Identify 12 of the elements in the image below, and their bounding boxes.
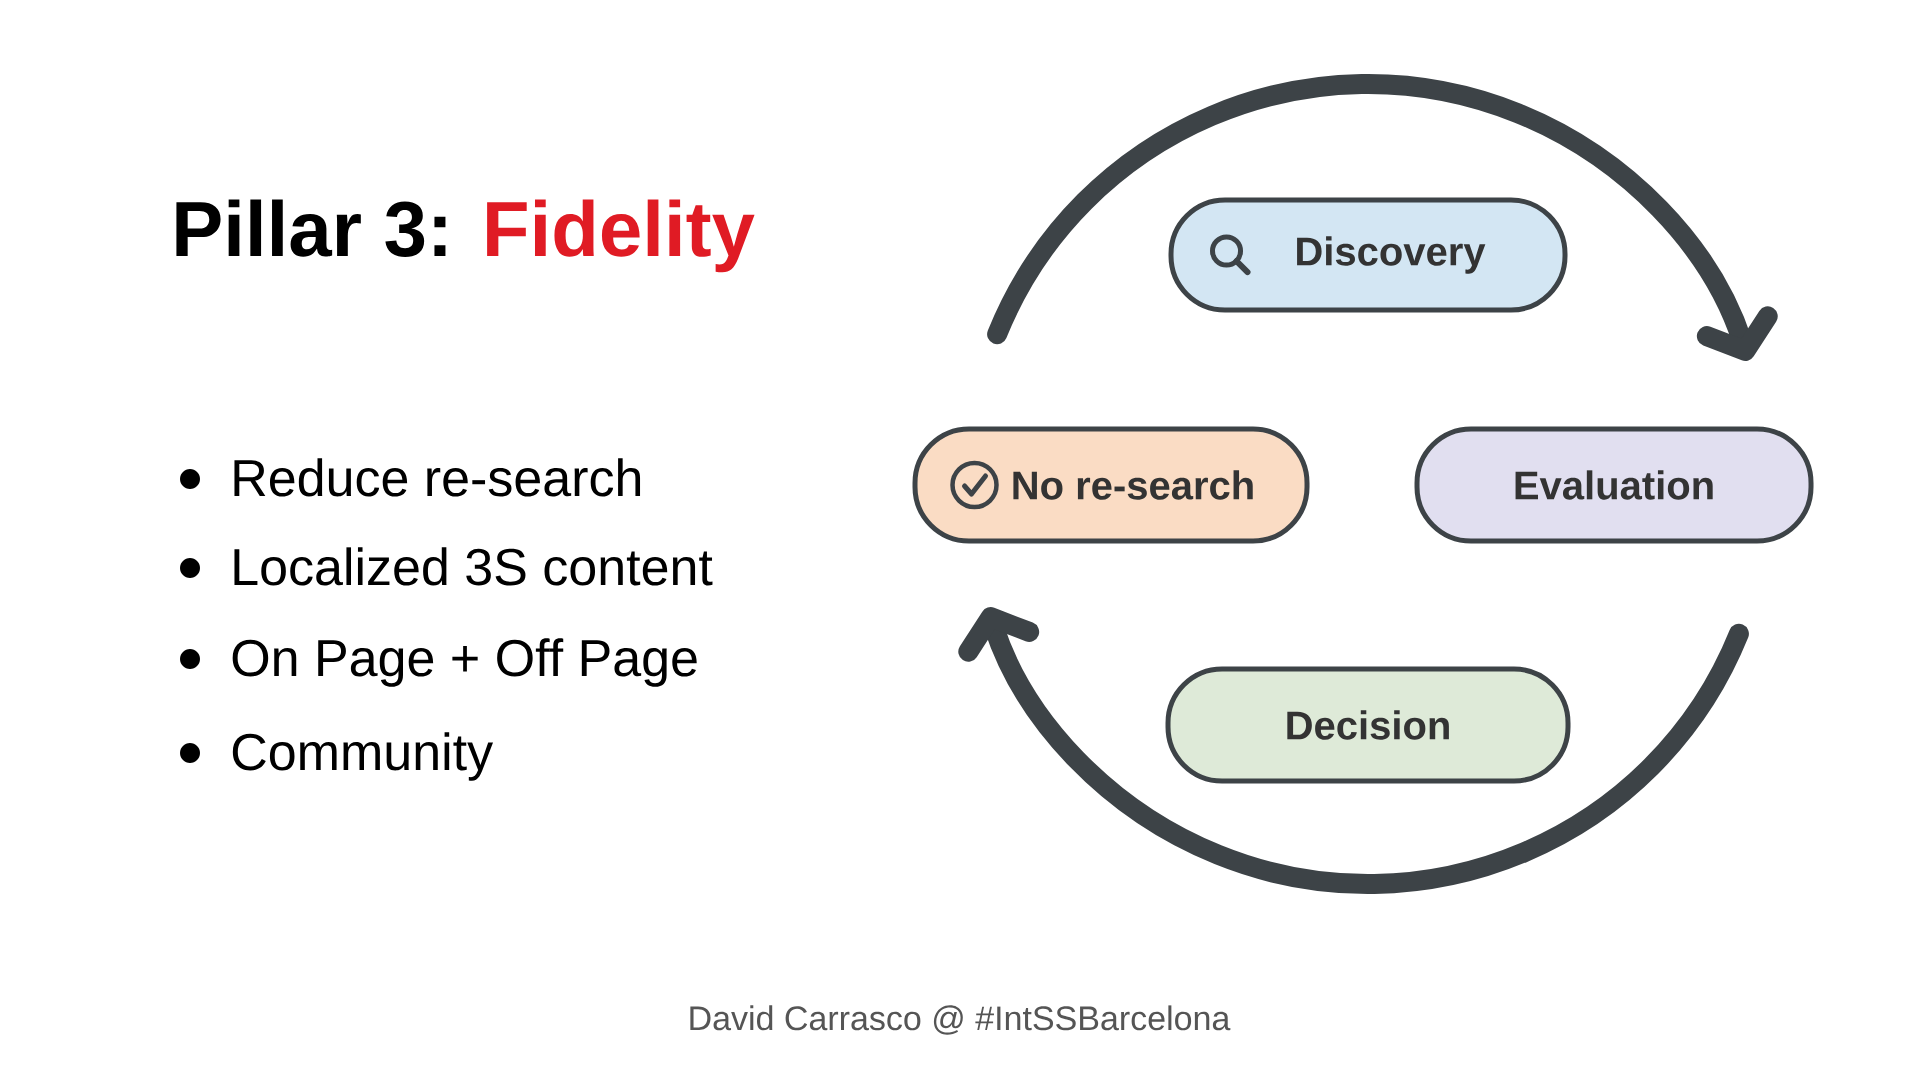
bullet-text: On Page + Off Page [232, 638, 697, 687]
slide-title: Pillar 3: Fidelity [176, 199, 755, 273]
stage-pill: Evaluation [1414, 426, 1814, 544]
stage-pill: No re-search [912, 426, 1310, 544]
cycle-arrow [958, 607, 1749, 894]
bullet-text: Community [232, 732, 493, 781]
footer-text: David Carrasco @ #IntSSBarcelona [690, 1005, 1231, 1035]
stage-pill: Discovery [1168, 197, 1568, 313]
bullet-text: Localized 3S content [234, 547, 713, 586]
stage-pill: Decision [1165, 666, 1571, 784]
cycle-arrow [987, 74, 1778, 361]
bullet-text: Reduce re-search [234, 458, 641, 497]
